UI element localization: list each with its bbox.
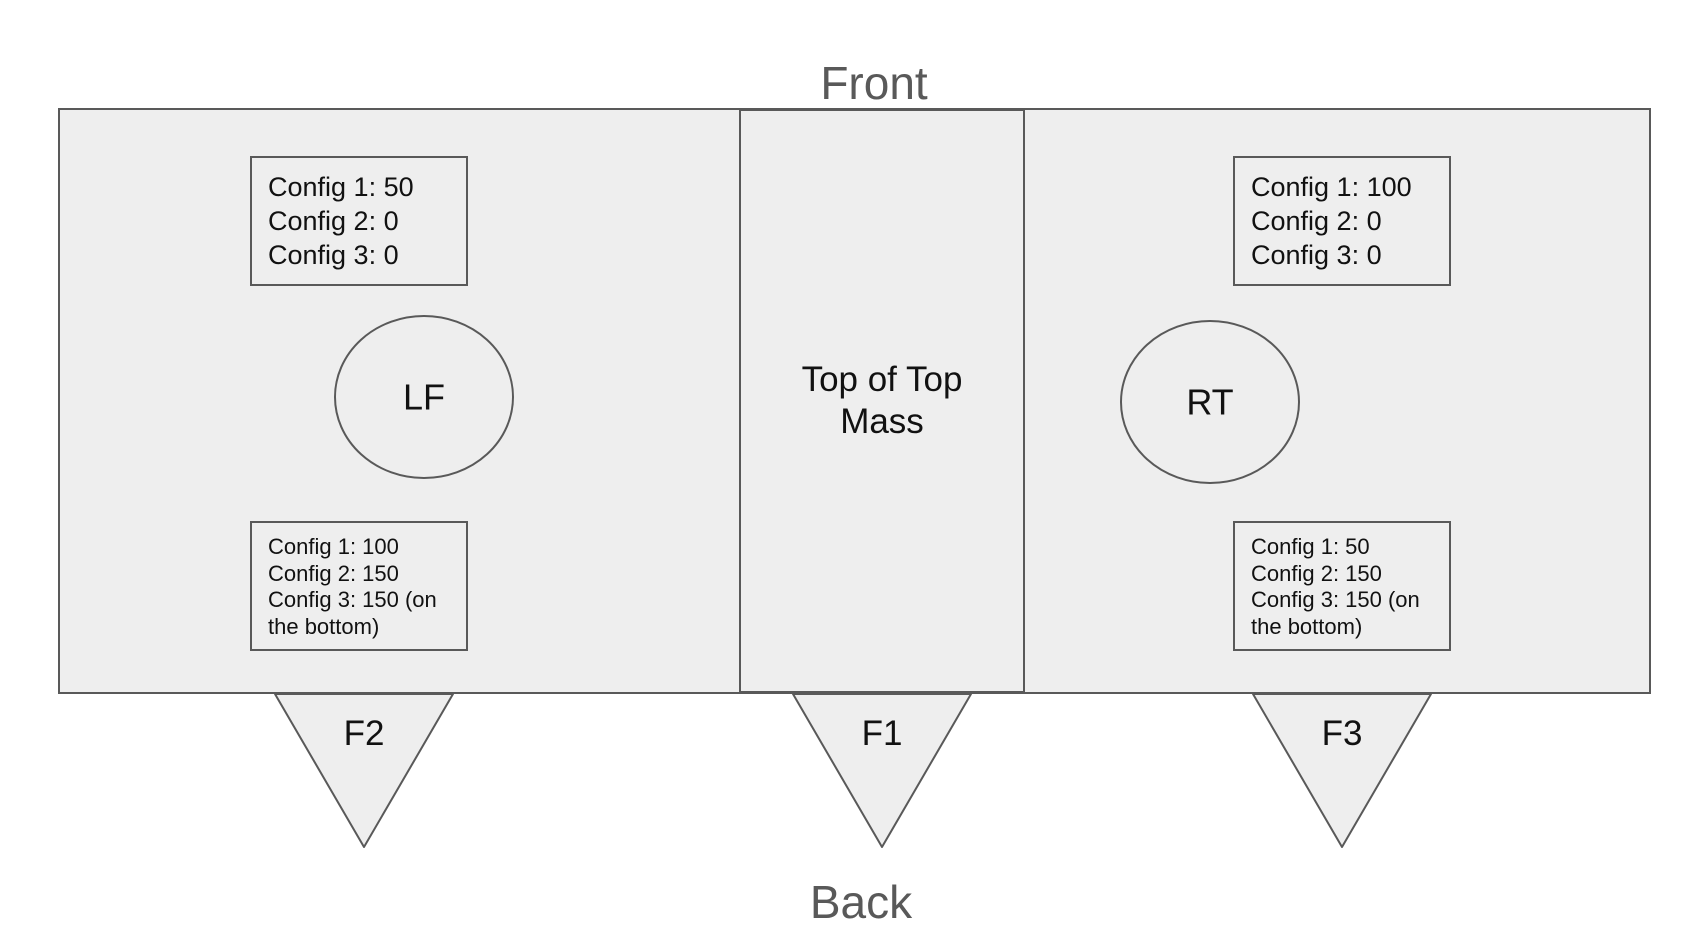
right-bottom-config-box: Config 1: 50 Config 2: 150 Config 3: 150…	[1233, 521, 1451, 651]
back-label: Back	[809, 876, 913, 928]
f1-foot-label: F1	[861, 714, 903, 753]
left-bottom-config-2: Config 2: 150	[268, 560, 399, 586]
f2-foot-triangle	[274, 693, 454, 848]
rt-sensor-label: RT	[1186, 381, 1234, 423]
left-bottom-config-3: Config 3: 150 (on the bottom)	[268, 587, 437, 639]
f3-foot-triangle	[1252, 693, 1432, 848]
right-bottom-config-3: Config 3: 150 (on the bottom)	[1251, 587, 1420, 639]
left-top-config-1: Config 1: 50	[268, 172, 414, 202]
left-top-config-3: Config 3: 0	[268, 240, 399, 270]
lf-sensor-circle	[334, 315, 514, 479]
lf-sensor-label: LF	[402, 376, 446, 418]
right-top-config-1: Config 1: 100	[1251, 172, 1412, 202]
f2-foot-label: F2	[343, 714, 385, 753]
right-bottom-config-1: Config 1: 50	[1251, 534, 1370, 559]
left-top-config-box: Config 1: 50 Config 2: 0 Config 3: 0	[250, 156, 468, 286]
right-top-config-2: Config 2: 0	[1251, 206, 1382, 236]
right-top-config-3: Config 3: 0	[1251, 240, 1382, 270]
right-bottom-config-2: Config 2: 150	[1251, 560, 1382, 586]
right-top-config-box: Config 1: 100 Config 2: 0 Config 3: 0	[1233, 156, 1451, 286]
rt-sensor-circle	[1120, 320, 1300, 484]
f3-foot-label: F3	[1321, 714, 1363, 753]
left-bottom-config-box: Config 1: 100 Config 2: 150 Config 3: 15…	[250, 521, 468, 651]
left-bottom-config-1: Config 1: 100	[268, 534, 399, 559]
left-top-config-2: Config 2: 0	[268, 206, 399, 236]
center-mass-block	[739, 109, 1025, 693]
f1-foot-triangle	[792, 693, 972, 848]
front-label: Front	[820, 57, 928, 109]
center-mass-label: Top of Top Mass	[801, 360, 963, 441]
